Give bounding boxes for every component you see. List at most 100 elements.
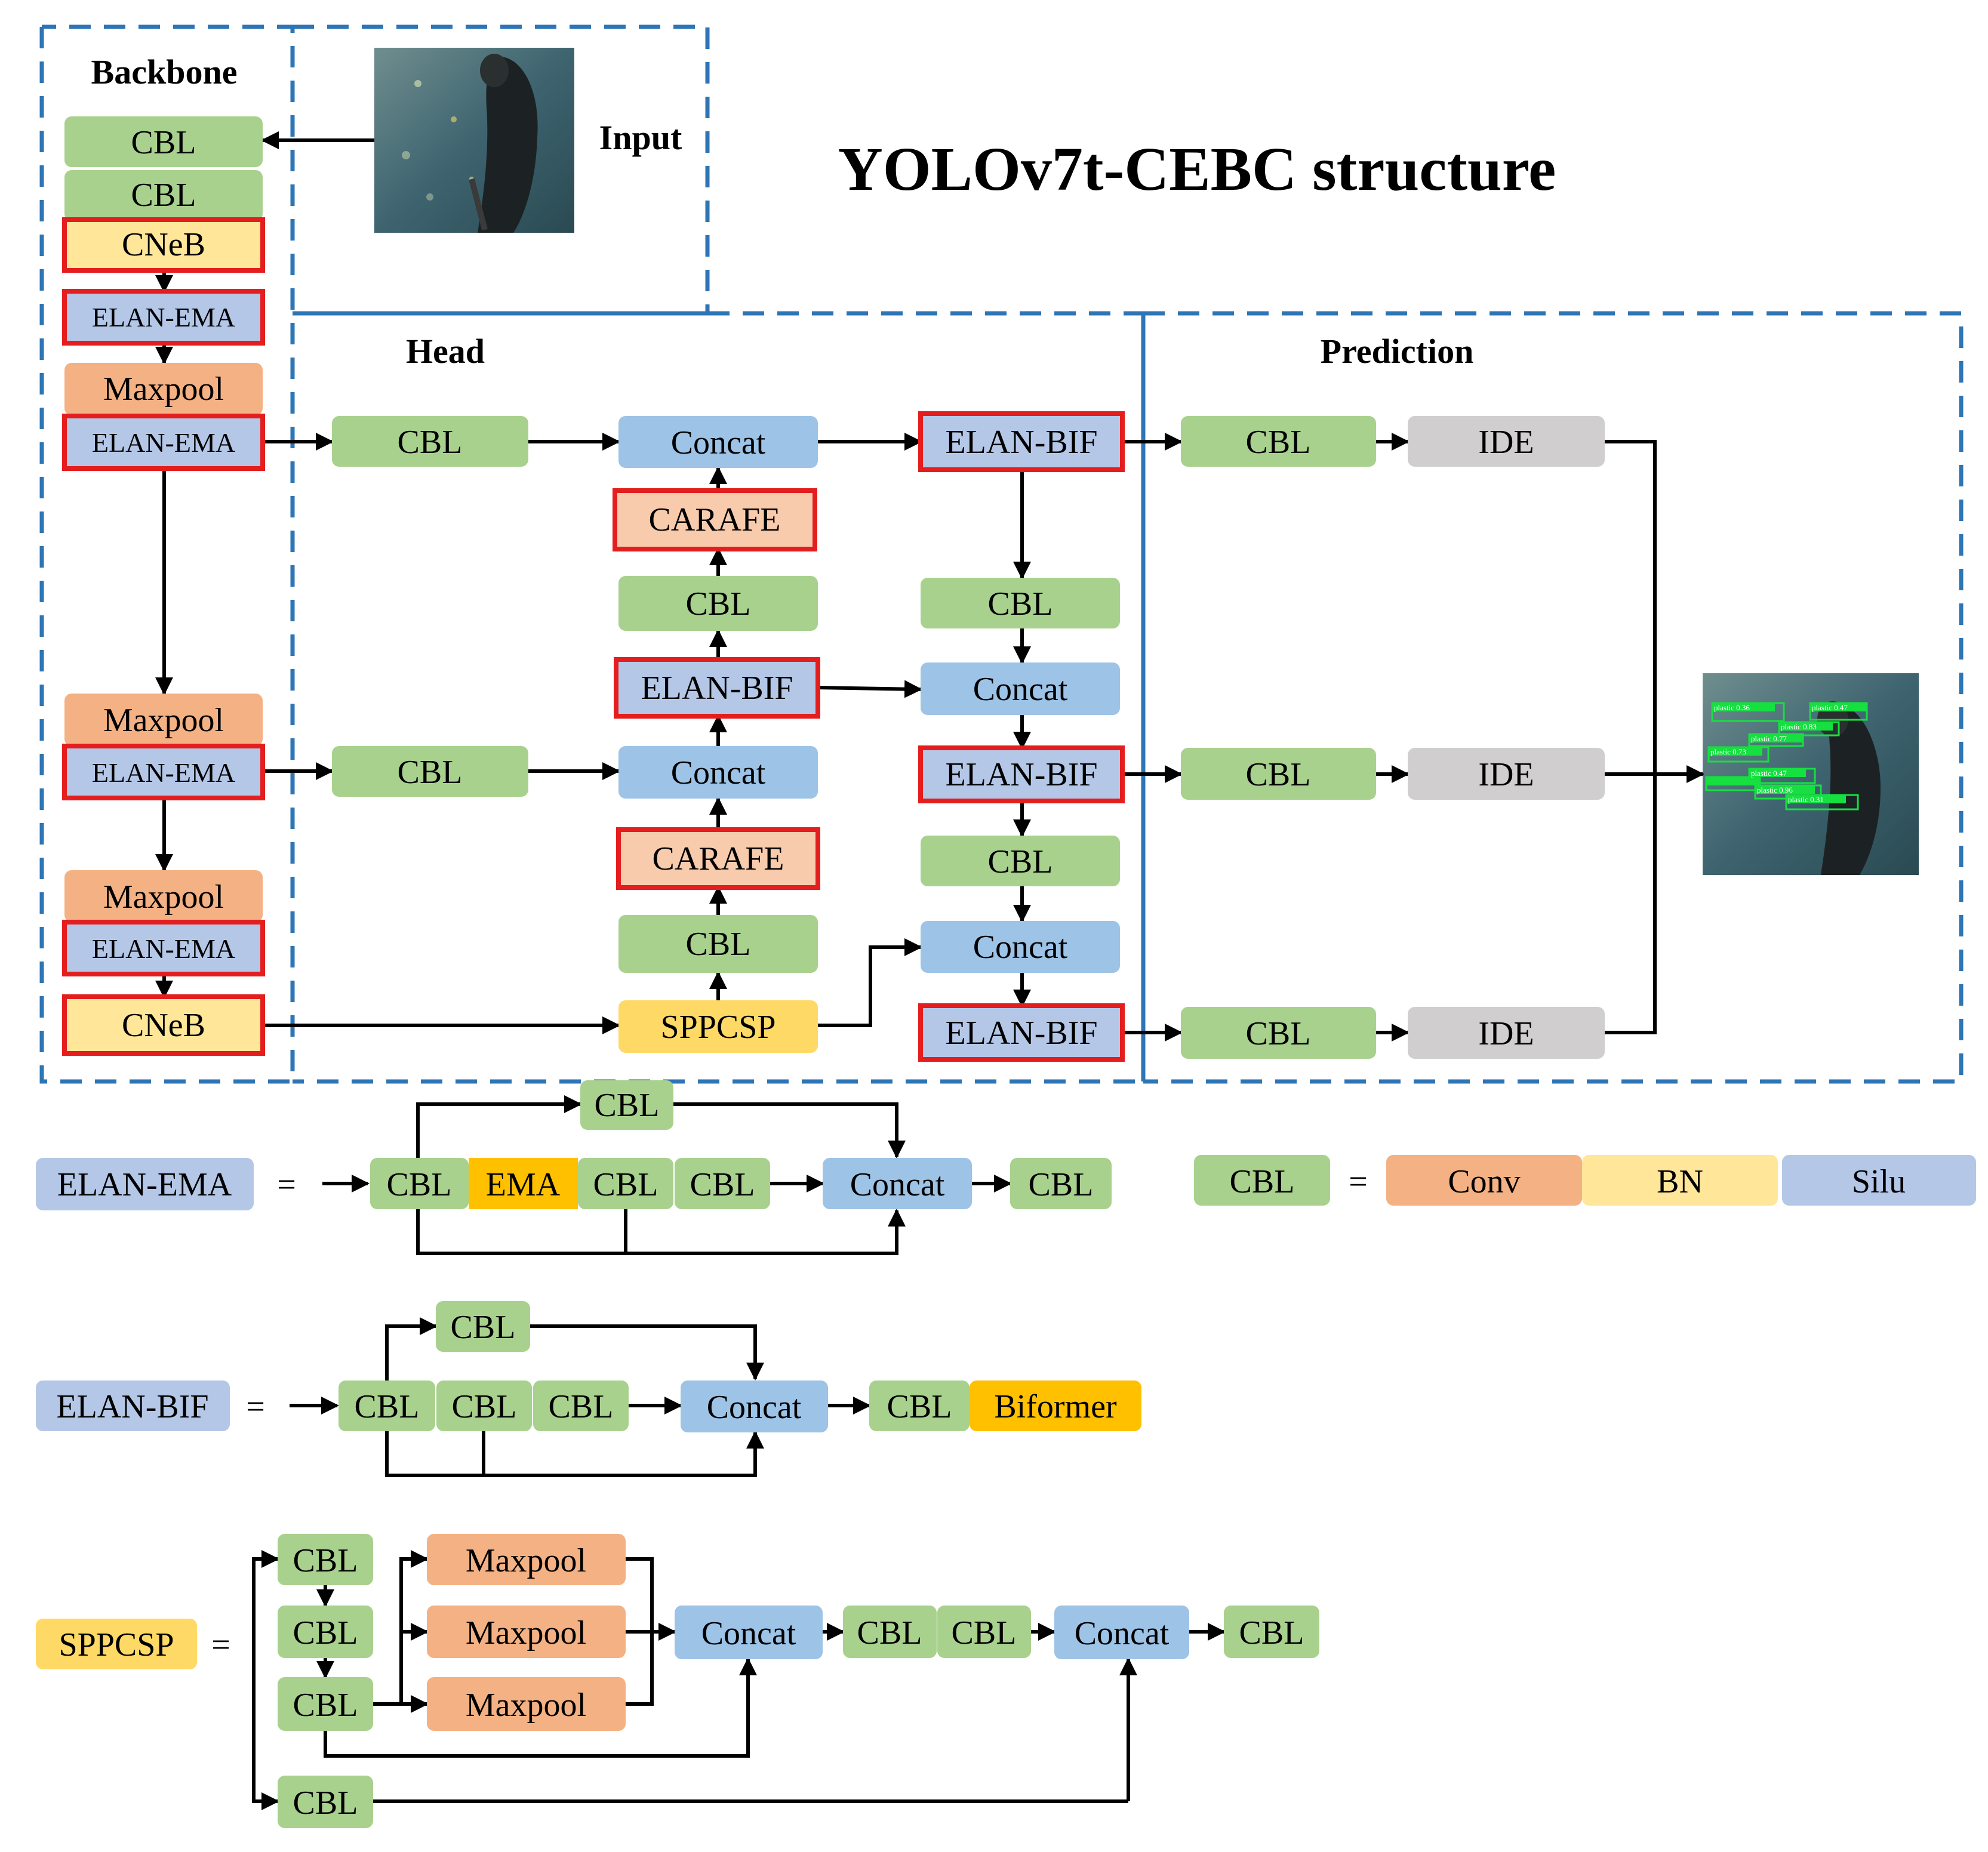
backbone-block-cbl: [64, 170, 263, 221]
legend-block-cbl: [278, 1776, 373, 1828]
legend-block-label: CBL: [387, 1166, 452, 1203]
backbone-block-cneb: [62, 994, 265, 1056]
legend-block-conv: [1386, 1155, 1582, 1206]
backbone-block-elan-ema: [62, 414, 265, 471]
head-block-carafe: [616, 827, 820, 890]
head-block-label: SPPCSP: [660, 1009, 775, 1046]
head-block-label: ELAN-BIF: [945, 756, 1097, 793]
output-image: plastic 0.36 plastic 0.47 plastic 0.83 p…: [1703, 673, 1919, 875]
head-block-cbl: [921, 578, 1120, 628]
backbone-block-elan-ema: [62, 920, 265, 976]
legend-block-label: CBL: [451, 1309, 516, 1346]
legend-block-cbl: [580, 1080, 673, 1130]
legend-block-label: CBL: [293, 1542, 358, 1579]
legend-block-label: CBL: [857, 1614, 922, 1651]
legend-block-cbl: [937, 1606, 1031, 1658]
backbone-blocks: CBL CBL CNeB ELAN-EMA Maxpool ELAN-EMA M…: [62, 116, 265, 1056]
input-label: Input: [599, 118, 682, 157]
legend-block-label: Maxpool: [466, 1687, 586, 1724]
legend-block-silu: [1782, 1155, 1976, 1206]
head-block-label: Concat: [973, 929, 1068, 966]
legend-block-label: CBL: [452, 1388, 517, 1425]
head-border: [293, 311, 1146, 1084]
legend-block-label: Biformer: [994, 1388, 1117, 1425]
head-block-elan-bif: [918, 1003, 1125, 1062]
legend-block-label: CBL: [1239, 1614, 1304, 1651]
legend-equals: =: [246, 1388, 265, 1425]
legend-cbl: CBL = Conv BN Silu: [1194, 1155, 1976, 1206]
backbone-label: Backbone: [91, 53, 238, 91]
legend-block-cbl: [370, 1158, 469, 1209]
legend-block-concat: [681, 1380, 828, 1432]
legend-block-label: CBL: [293, 1614, 358, 1651]
head-block-label: CARAFE: [653, 840, 784, 877]
legend-block-label: Concat: [707, 1389, 802, 1426]
head-block-label: CBL: [398, 424, 463, 461]
head-block-cbl: [332, 416, 528, 467]
output-detection-label: plastic 0.47: [1751, 769, 1787, 778]
head-block-elan-bif: [614, 657, 820, 719]
legend-block-label: Silu: [1852, 1163, 1906, 1200]
legend-block-label: Concat: [1075, 1615, 1170, 1652]
head-block-elan-bif: [918, 745, 1125, 803]
legend-block-label: CBL: [887, 1388, 952, 1425]
legend-elan-ema: ELAN-EMA = CBL CBL EMA CBL CBL Concat CB…: [36, 1080, 1112, 1210]
legend-elan-ema-name-box: [36, 1158, 254, 1210]
prediction-label: Prediction: [1321, 332, 1474, 371]
head-block-label: CBL: [686, 586, 751, 623]
prediction-blocks: CBL CBL CBL IDE IDE IDE: [1181, 416, 1605, 1059]
diagram-title: YOLOv7t-CEBC structure: [838, 135, 1556, 204]
legend-cbl-name-box: [1194, 1155, 1330, 1206]
legend-block-cbl: [1010, 1158, 1112, 1209]
legend-block-label: CBL: [690, 1166, 755, 1203]
legend-cbl-name: CBL: [1230, 1163, 1295, 1200]
legend-elan-bif: ELAN-BIF = CBL CBL CBL CBL Concat CBL Bi…: [36, 1301, 1141, 1432]
connectors: [155, 131, 1704, 1810]
legend-block-label: CBL: [593, 1166, 658, 1203]
legend-block-maxpool: [427, 1606, 626, 1658]
head-block-label: CBL: [398, 754, 463, 791]
backbone-block-cbl: [64, 116, 263, 167]
prediction-border: [1143, 311, 1964, 1084]
backbone-block-maxpool: [64, 870, 263, 922]
backbone-border: [39, 24, 295, 1084]
head-block-label: CBL: [686, 926, 751, 963]
legend-equals: =: [211, 1626, 230, 1663]
prediction-block-label: CBL: [1246, 756, 1311, 793]
legend-block-label: Conv: [1448, 1163, 1520, 1200]
backbone-block-label: CNeB: [122, 1007, 205, 1044]
legend-elan-bif-name-box: [36, 1380, 230, 1431]
head-block-label: Concat: [671, 424, 766, 461]
legend-block-cbl: [1224, 1606, 1319, 1658]
legend-block-cbl: [278, 1534, 373, 1585]
output-detection-label: plastic 0.73: [1710, 747, 1746, 756]
legend-block-concat: [1054, 1606, 1189, 1659]
prediction-block-label: CBL: [1246, 1015, 1311, 1052]
prediction-block-ide: [1408, 1007, 1605, 1059]
head-block-label: ELAN-BIF: [945, 1015, 1097, 1052]
legend-block-label: Concat: [850, 1166, 945, 1203]
head-block-label: ELAN-BIF: [945, 424, 1097, 461]
prediction-block-ide: [1408, 748, 1605, 800]
prediction-block-cbl: [1181, 748, 1376, 800]
backbone-block-label: ELAN-EMA: [92, 427, 235, 458]
head-blocks: CBL CBL Concat CARAFE CBL ELAN-BIF Conca…: [332, 411, 1125, 1062]
head-block-label: ELAN-BIF: [641, 670, 793, 707]
legend-block-biformer: [970, 1380, 1141, 1431]
legend-sppcsp: SPPCSP = CBL CBL CBL CBL Maxpool Maxpool…: [36, 1534, 1319, 1828]
head-block-label: CBL: [988, 586, 1053, 623]
legend-block-label: Maxpool: [466, 1542, 586, 1579]
head-block-concat: [921, 921, 1120, 973]
legend-block-label: BN: [1657, 1163, 1703, 1200]
backbone-block-cneb: [62, 217, 265, 273]
prediction-block-label: IDE: [1478, 424, 1534, 461]
legend-block-label: CBL: [952, 1614, 1017, 1651]
backbone-block-maxpool: [64, 363, 263, 415]
backbone-block-label: Maxpool: [103, 371, 224, 408]
legend-block-concat: [823, 1158, 972, 1209]
legend-block-label: Maxpool: [466, 1614, 586, 1651]
head-block-label: CBL: [988, 843, 1053, 880]
backbone-block-label: ELAN-EMA: [92, 302, 235, 332]
legend-block-label: CBL: [355, 1388, 420, 1425]
